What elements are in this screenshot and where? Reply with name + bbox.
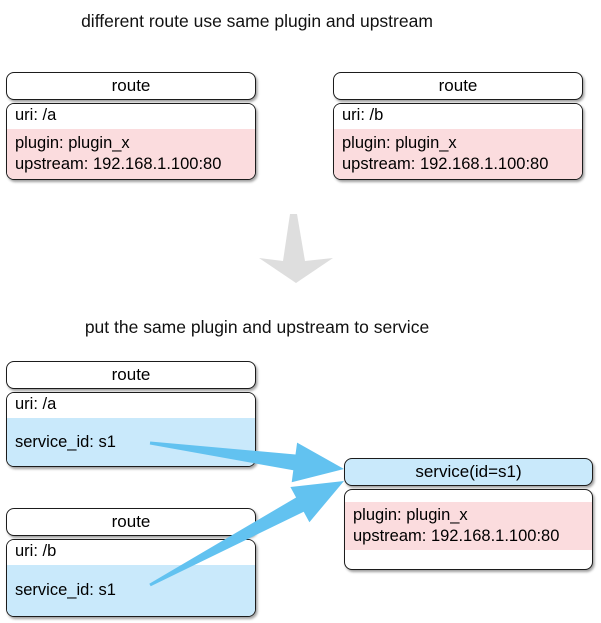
route-box-c-header: route — [6, 361, 256, 389]
route-b-plugin-upstream-band: plugin: plugin_x upstream: 192.168.1.100… — [334, 129, 582, 179]
service-upstream-line: upstream: 192.168.1.100:80 — [353, 527, 560, 545]
route-box-a: route uri: /a plugin: plugin_x upstream:… — [6, 72, 256, 180]
service-plugin-line: plugin: plugin_x — [353, 506, 468, 524]
route-box-d-header: route — [6, 508, 256, 536]
service-box-header: service(id=s1) — [344, 458, 593, 486]
route-box-a-header: route — [6, 72, 256, 100]
route-b-plugin-line: plugin: plugin_x — [342, 134, 457, 152]
route-box-d: route uri: /b service_id: s1 — [6, 508, 256, 617]
route-a-plugin-upstream-band: plugin: plugin_x upstream: 192.168.1.100… — [7, 129, 255, 179]
service-box-body: plugin: plugin_x upstream: 192.168.1.100… — [344, 489, 593, 570]
top-section-title: different route use same plugin and upst… — [81, 11, 433, 31]
route-d-uri: uri: /b — [7, 540, 255, 565]
route-b-upstream-line: upstream: 192.168.1.100:80 — [342, 155, 549, 173]
route-a-plugin-line: plugin: plugin_x — [15, 134, 130, 152]
route-box-a-body: uri: /a plugin: plugin_x upstream: 192.1… — [6, 103, 256, 180]
route-b-uri: uri: /b — [334, 104, 582, 129]
down-arrow-icon — [259, 214, 333, 283]
route-box-d-body: uri: /b service_id: s1 — [6, 539, 256, 617]
route-box-b: route uri: /b plugin: plugin_x upstream:… — [333, 72, 583, 180]
route-box-b-body: uri: /b plugin: plugin_x upstream: 192.1… — [333, 103, 583, 180]
route-c-uri: uri: /a — [7, 393, 255, 418]
route-box-b-header: route — [333, 72, 583, 100]
service-plugin-upstream-band: plugin: plugin_x upstream: 192.168.1.100… — [345, 502, 592, 550]
service-box: service(id=s1) plugin: plugin_x upstream… — [344, 458, 593, 570]
route-c-service-id-band: service_id: s1 — [7, 418, 255, 466]
route-box-c-body: uri: /a service_id: s1 — [6, 392, 256, 467]
route-box-c: route uri: /a service_id: s1 — [6, 361, 256, 467]
route-a-upstream-line: upstream: 192.168.1.100:80 — [15, 155, 222, 173]
bottom-section-title: put the same plugin and upstream to serv… — [84, 317, 430, 337]
route-d-service-id-band: service_id: s1 — [7, 565, 255, 616]
route-a-uri: uri: /a — [7, 104, 255, 129]
